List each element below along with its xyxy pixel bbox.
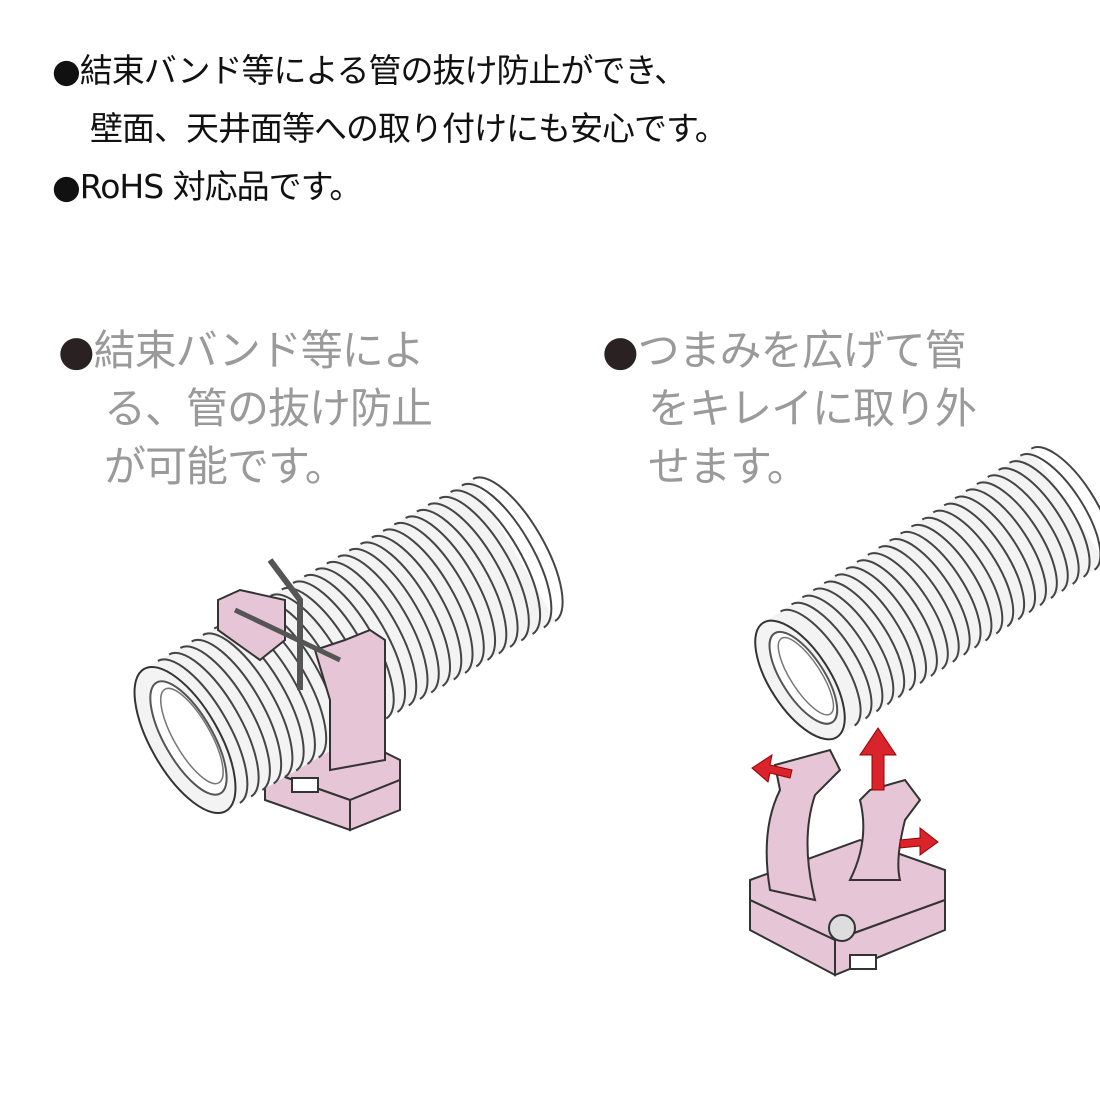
tube-ring: [998, 467, 1080, 585]
tube-ring: [1019, 453, 1100, 571]
tube-ring: [812, 587, 895, 706]
tube-ring: [780, 608, 862, 727]
caption-line: をキレイに取り外: [648, 384, 977, 433]
tube-ring: [845, 566, 927, 684]
feature-list: ●結束バンド等による管の抜け防止ができ、 壁面、天井面等への取り付けにも安心です…: [52, 42, 728, 216]
tube-ring: [393, 521, 485, 668]
tube-ring: [910, 523, 993, 642]
feature-text: RoHS 対応品です。: [79, 167, 363, 206]
tube-ring: [157, 658, 249, 804]
tube-ring: [889, 538, 971, 656]
tube-ring: [360, 541, 452, 687]
caption-line: ●結束バンド等によ: [58, 322, 432, 380]
tube-ring: [921, 516, 1004, 635]
left-clamp-front: [217, 558, 386, 772]
tube-ring: [943, 502, 1026, 621]
tube-ring: [965, 488, 1047, 607]
feature-item-1: ●結束バンド等による管の抜け防止ができ、: [52, 42, 727, 100]
red-arrows-icon: [751, 727, 939, 856]
feature-item-2: ●RoHS 対応品です。: [52, 158, 727, 216]
left-caption: ●結束バンド等によ る、管の抜け防止 が可能です。: [58, 322, 433, 496]
caption-line: る、管の抜け防止: [104, 384, 433, 433]
tube-ring: [1030, 446, 1100, 564]
bullet: ●: [58, 326, 95, 375]
tube-ring: [834, 573, 917, 692]
feature-text: 結束バンド等による管の抜け防止ができ、: [79, 51, 687, 90]
tube-ring: [348, 547, 440, 694]
tube-ring: [867, 552, 949, 670]
caption-text: つまみを広げて管: [637, 326, 967, 375]
tube-ring: [382, 528, 474, 674]
caption-line: せます。: [648, 442, 809, 491]
tube-ring: [405, 515, 497, 661]
tube-ring: [371, 534, 463, 681]
caption-line: ●つまみを広げて管: [602, 322, 976, 380]
tube-ring: [427, 502, 519, 648]
tube-ring: [932, 509, 1015, 628]
tube-ring: [191, 638, 283, 785]
tube-ring: [823, 580, 906, 699]
tube-ring: [179, 645, 271, 791]
tube-ring: [790, 601, 873, 720]
tube-ring: [168, 651, 260, 798]
tube-ring: [856, 559, 938, 677]
tube-ring: [899, 530, 982, 649]
caption-text: 結束バンド等によ: [93, 326, 425, 375]
feature-item-1-cont: 壁面、天井面等への取り付けにも安心です。: [90, 109, 728, 148]
right-caption: ●つまみを広げて管 をキレイに取り外 せます。: [602, 322, 977, 496]
bullet: ●: [52, 167, 81, 206]
tube-ring: [801, 594, 884, 713]
tube-ring: [878, 545, 960, 663]
tube-ring: [314, 567, 406, 713]
tube-ring: [438, 495, 530, 642]
tube-ring: [202, 632, 294, 778]
tube-ring: [461, 482, 553, 629]
tube-ring: [416, 508, 508, 655]
tube-ring: [976, 481, 1058, 599]
tube-ring: [1008, 460, 1091, 578]
tube-ring: [987, 474, 1069, 592]
tube-ring: [337, 554, 429, 700]
bullet: ●: [52, 51, 81, 90]
right-clamp-illustration: [749, 748, 946, 977]
tube-ring: [472, 476, 564, 622]
tube-ring: [326, 560, 418, 707]
right-corrugated-tube: [754, 446, 1100, 741]
caption-line: が可能です。: [104, 442, 347, 491]
tube-ring: [954, 495, 1036, 614]
bullet: ●: [602, 326, 639, 375]
tube-ring: [450, 489, 542, 635]
